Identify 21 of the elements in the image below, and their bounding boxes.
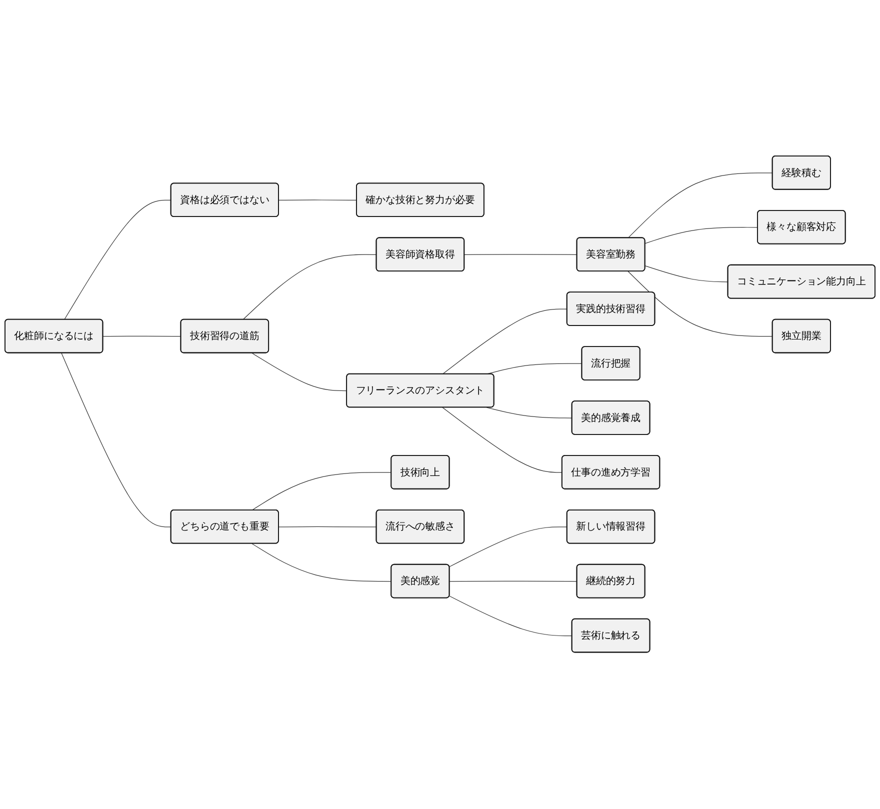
connector	[449, 596, 572, 637]
connector	[252, 544, 392, 582]
connector	[242, 254, 377, 320]
connector	[628, 271, 773, 338]
connector	[449, 581, 578, 582]
connector	[252, 472, 392, 511]
connector	[252, 353, 348, 392]
connector	[61, 353, 172, 528]
connector	[442, 309, 568, 375]
connector	[628, 173, 773, 239]
connector	[442, 408, 563, 474]
connector	[278, 200, 358, 201]
connector	[644, 227, 758, 244]
connector	[644, 266, 728, 283]
connector	[102, 336, 182, 338]
connector	[278, 526, 377, 528]
connector	[64, 200, 172, 320]
connector	[464, 254, 578, 256]
connector	[486, 408, 572, 419]
connector	[449, 526, 568, 568]
connector	[486, 364, 582, 375]
